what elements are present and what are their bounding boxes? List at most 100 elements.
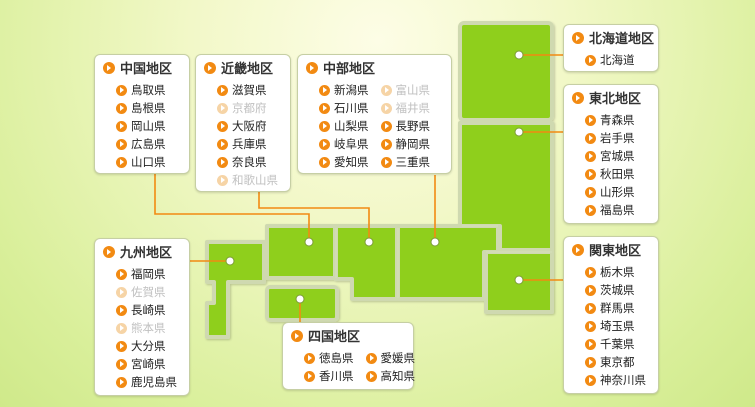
arrow-bullet-icon [116, 358, 127, 370]
prefecture-link[interactable]: 宮城県 [585, 147, 650, 165]
region-title-kyushu[interactable]: 九州地区 [103, 245, 181, 263]
region-title-hokkaido[interactable]: 北海道地区 [572, 31, 654, 49]
prefecture-link: 和歌山県 [217, 171, 282, 189]
prefecture-link[interactable]: 岡山県 [116, 117, 181, 135]
prefecture-link[interactable]: 東京都 [585, 353, 650, 371]
prefecture-link[interactable]: 群馬県 [585, 299, 650, 317]
prefecture-label: 富山県 [395, 83, 431, 97]
prefecture-link[interactable]: 栃木県 [585, 263, 650, 281]
arrow-bullet-icon [585, 186, 596, 198]
prefecture-link[interactable]: 高知県 [365, 367, 416, 385]
arrow-bullet-icon [585, 266, 596, 278]
prefecture-link[interactable]: 茨城県 [585, 281, 650, 299]
arrow-bullet-icon [116, 376, 127, 388]
prefecture-link[interactable]: 山梨県 [319, 117, 369, 135]
prefecture-link[interactable]: 青森県 [585, 111, 650, 129]
arrow-bullet-icon [116, 138, 127, 150]
map-kinki[interactable] [334, 224, 399, 301]
map-chugoku[interactable] [265, 224, 337, 280]
arrow-bullet-icon [365, 370, 377, 382]
map-shikoku[interactable] [265, 285, 339, 322]
map-kyushu[interactable] [205, 240, 266, 339]
prefecture-label: 栃木県 [600, 265, 635, 279]
arrow-bullet-icon [217, 156, 228, 168]
prefecture-link[interactable]: 石川県 [319, 99, 369, 117]
prefecture-label: 三重県 [395, 155, 431, 169]
prefecture-link[interactable]: 愛知県 [319, 153, 369, 171]
prefecture-link[interactable]: 大分県 [116, 337, 181, 355]
prefecture-link[interactable]: 長崎県 [116, 301, 181, 319]
prefecture-link[interactable]: 埼玉県 [585, 317, 650, 335]
region-title-kinki[interactable]: 近畿地区 [204, 61, 282, 79]
arrow-bullet-icon [585, 150, 596, 162]
prefecture-list: 北海道 [572, 51, 650, 69]
prefecture-link[interactable]: 山口県 [116, 153, 181, 171]
arrow-bullet-icon [217, 138, 228, 150]
prefecture-link[interactable]: 愛媛県 [365, 349, 415, 367]
arrow-bullet-icon [116, 102, 127, 114]
prefecture-link[interactable]: 福岡県 [116, 265, 181, 283]
prefecture-link[interactable]: 鹿児島県 [116, 373, 181, 391]
arrow-bullet-icon [365, 352, 377, 364]
prefecture-link[interactable]: 長野県 [380, 117, 430, 135]
prefecture-link[interactable]: 鳥取県 [116, 81, 181, 99]
prefecture-link[interactable]: 秋田県 [585, 165, 650, 183]
prefecture-link[interactable]: 神奈川県 [585, 371, 650, 389]
prefecture-link[interactable]: 三重県 [380, 153, 431, 171]
arrow-bullet-icon [319, 120, 330, 132]
prefecture-label: 石川県 [334, 101, 369, 115]
arrow-bullet-icon [217, 174, 228, 186]
arrow-bullet-icon [116, 340, 127, 352]
prefecture-label: 熊本県 [131, 321, 166, 335]
prefecture-link[interactable]: 徳島県 [304, 349, 354, 367]
region-title-kanto[interactable]: 関東地区 [572, 243, 650, 261]
map-chubu[interactable] [396, 224, 500, 301]
prefecture-link[interactable]: 滋賀県 [217, 81, 282, 99]
arrow-bullet-icon [585, 338, 596, 350]
arrow-bullet-icon [116, 84, 127, 96]
prefecture-link[interactable]: 新潟県 [319, 81, 369, 99]
prefecture-label: 高知県 [380, 369, 416, 383]
region-title-chugoku[interactable]: 中国地区 [103, 61, 181, 79]
arrow-bullet-icon [291, 330, 303, 342]
arrow-bullet-icon [319, 102, 330, 114]
prefecture-link[interactable]: 千葉県 [585, 335, 650, 353]
prefecture-list: 福岡県佐賀県長崎県熊本県大分県宮崎県鹿児島県 [103, 265, 181, 391]
arrow-bullet-icon [585, 284, 596, 296]
prefecture-link[interactable]: 福島県 [585, 201, 650, 219]
prefecture-link[interactable]: 香川県 [304, 367, 354, 385]
arrow-bullet-icon [585, 302, 596, 314]
prefecture-link[interactable]: 兵庫県 [217, 135, 282, 153]
arrow-bullet-icon [319, 84, 330, 96]
prefecture-link[interactable]: 静岡県 [380, 135, 430, 153]
arrow-bullet-icon [116, 156, 127, 168]
prefecture-list: 青森県岩手県宮城県秋田県山形県福島県 [572, 111, 650, 219]
prefecture-link[interactable]: 宮崎県 [116, 355, 181, 373]
prefecture-label: 福井県 [395, 101, 431, 115]
map-hokkaido[interactable] [458, 21, 554, 122]
arrow-bullet-icon [217, 102, 228, 114]
prefecture-link[interactable]: 山形県 [585, 183, 650, 201]
prefecture-link[interactable]: 広島県 [116, 135, 181, 153]
prefecture-list: 徳島県愛媛県香川県 高知県 [291, 349, 415, 385]
prefecture-link[interactable]: 岩手県 [585, 129, 650, 147]
prefecture-link[interactable]: 北海道 [585, 51, 650, 69]
prefecture-link[interactable]: 奈良県 [217, 153, 282, 171]
arrow-bullet-icon [572, 244, 584, 256]
prefecture-link[interactable]: 岐阜県 [319, 135, 369, 153]
arrow-bullet-icon [380, 84, 392, 96]
arrow-bullet-icon [585, 114, 596, 126]
prefecture-label: 新潟県 [334, 83, 369, 97]
prefecture-link[interactable]: 島根県 [116, 99, 181, 117]
region-title-shikoku[interactable]: 四国地区 [291, 329, 405, 347]
region-title-chubu[interactable]: 中部地区 [306, 61, 443, 79]
arrow-bullet-icon [585, 356, 596, 368]
region-title-tohoku[interactable]: 東北地区 [572, 91, 650, 109]
arrow-bullet-icon [217, 84, 228, 96]
prefecture-list: 栃木県茨城県群馬県埼玉県千葉県東京都神奈川県 [572, 263, 650, 389]
arrow-bullet-icon [380, 156, 392, 168]
arrow-bullet-icon [572, 92, 584, 104]
prefecture-link[interactable]: 大阪府 [217, 117, 282, 135]
prefecture-label: 神奈川県 [600, 373, 646, 387]
arrow-bullet-icon [585, 320, 596, 332]
